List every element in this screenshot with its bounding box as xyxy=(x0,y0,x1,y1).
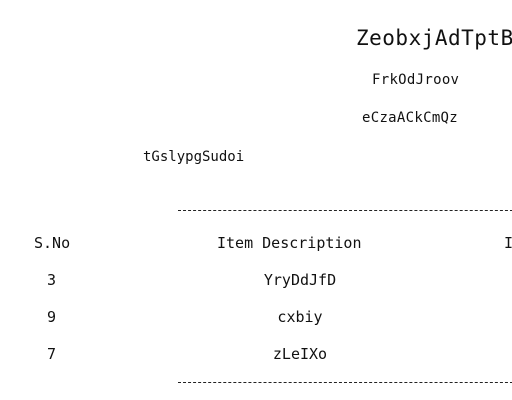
column-header-sno: S.No xyxy=(34,234,71,252)
table-row-sno: 7 xyxy=(47,345,57,363)
table-bottom-divider xyxy=(178,382,512,383)
table-row-description: YryDdJfD xyxy=(263,271,337,289)
column-header-description: Item Description xyxy=(217,234,362,252)
table-row-sno: 9 xyxy=(47,308,57,326)
document-subtitle-1: FrkOdJroov xyxy=(372,72,460,88)
document-title: ZeobxjAdTptB xyxy=(356,26,512,50)
document-label: tGslypgSudoi xyxy=(143,149,245,165)
table-row-description: cxbiy xyxy=(277,308,323,326)
table-top-divider xyxy=(178,210,512,211)
table-row-sno: 3 xyxy=(47,271,57,289)
column-header-truncated: I xyxy=(504,234,512,252)
document-subtitle-2: eCzaACkCmQz xyxy=(362,110,459,126)
table-row-description: zLeIXo xyxy=(272,345,328,363)
